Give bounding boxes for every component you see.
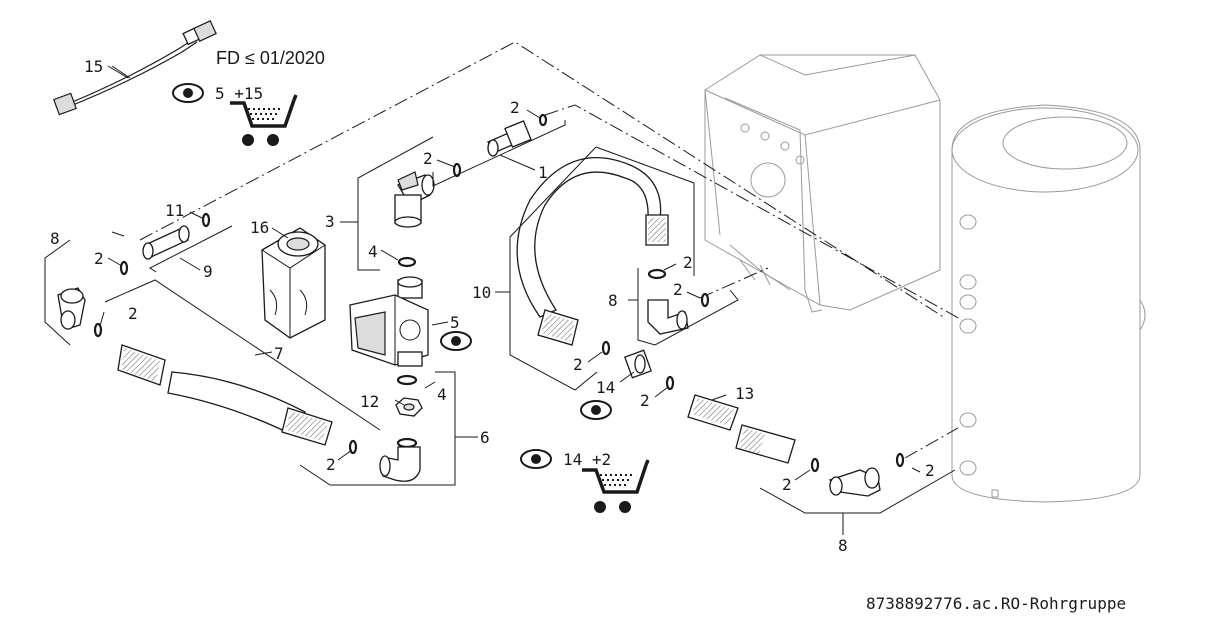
callout-5: 5 (450, 313, 460, 332)
part-16-insulation (261, 227, 326, 339)
part-5-pump (349, 256, 429, 367)
shopping-cart-icon (582, 459, 650, 513)
part-3-ball-valve (394, 171, 435, 228)
eye-icon (580, 400, 612, 420)
leader-lines (44, 65, 956, 535)
eye-icon (440, 331, 472, 351)
part-6-elbow (379, 437, 421, 482)
callout-2: 2 (423, 149, 433, 168)
set-label-a: 5 +15 (215, 84, 263, 103)
part-7-flex-hose (117, 344, 358, 455)
callout-2: 2 (510, 98, 520, 117)
callout-2: 2 (94, 249, 104, 268)
callout-2: 2 (640, 391, 650, 410)
cylinder-connections (959, 214, 999, 498)
eye-icon (172, 83, 204, 103)
fd-date-note: FD ≤ 01/2020 (216, 48, 325, 68)
callout-14: 14 (596, 378, 615, 397)
callout-11: 11 (165, 201, 184, 220)
callout-2: 2 (128, 304, 138, 323)
callout-8: 8 (50, 229, 60, 248)
callout-13: 13 (735, 384, 754, 403)
part-8-elbow-bottom (828, 452, 905, 497)
part-8-elbow-top (647, 268, 710, 335)
part-1-connector (452, 113, 548, 178)
part-14-adapter (624, 349, 675, 391)
eye-icon (520, 449, 552, 469)
callout-4: 4 (368, 242, 378, 261)
callout-2: 2 (782, 475, 792, 494)
storage-cylinder (951, 104, 1146, 503)
callout-labels: 15 2 1 2 3 4 11 16 8 2 9 2 7 5 4 12 6 2 … (50, 57, 935, 555)
part-12-nut (395, 374, 423, 417)
callout-3: 3 (325, 212, 335, 231)
callout-12: 12 (360, 392, 379, 411)
part-9-connector (119, 212, 211, 276)
callout-9: 9 (203, 262, 213, 281)
callout-1: 1 (538, 163, 548, 182)
callout-16: 16 (250, 218, 269, 237)
part-10-flex-hose (516, 157, 669, 356)
drawing-id: 8738892776.ac.RO-Rohrgruppe (866, 594, 1126, 613)
callout-2: 2 (683, 253, 693, 272)
center-lines (139, 41, 963, 459)
callout-8: 8 (838, 536, 848, 555)
callout-7: 7 (274, 344, 284, 363)
callout-8: 8 (608, 291, 618, 310)
callout-2: 2 (326, 455, 336, 474)
callout-6: 6 (480, 428, 490, 447)
boiler-unit (704, 54, 941, 313)
part-8-elbow-left (57, 287, 103, 338)
callout-2: 2 (673, 280, 683, 299)
callout-15: 15 (84, 57, 103, 76)
set-label-b: 14 +2 (563, 450, 611, 469)
part-13-flex-hose (687, 394, 820, 473)
callout-2: 2 (573, 355, 583, 374)
callout-4: 4 (437, 385, 447, 404)
callout-2: 2 (925, 461, 935, 480)
shopping-cart-icon (230, 94, 298, 146)
callout-10: 10 (472, 283, 491, 302)
part-15-cable (53, 20, 217, 116)
